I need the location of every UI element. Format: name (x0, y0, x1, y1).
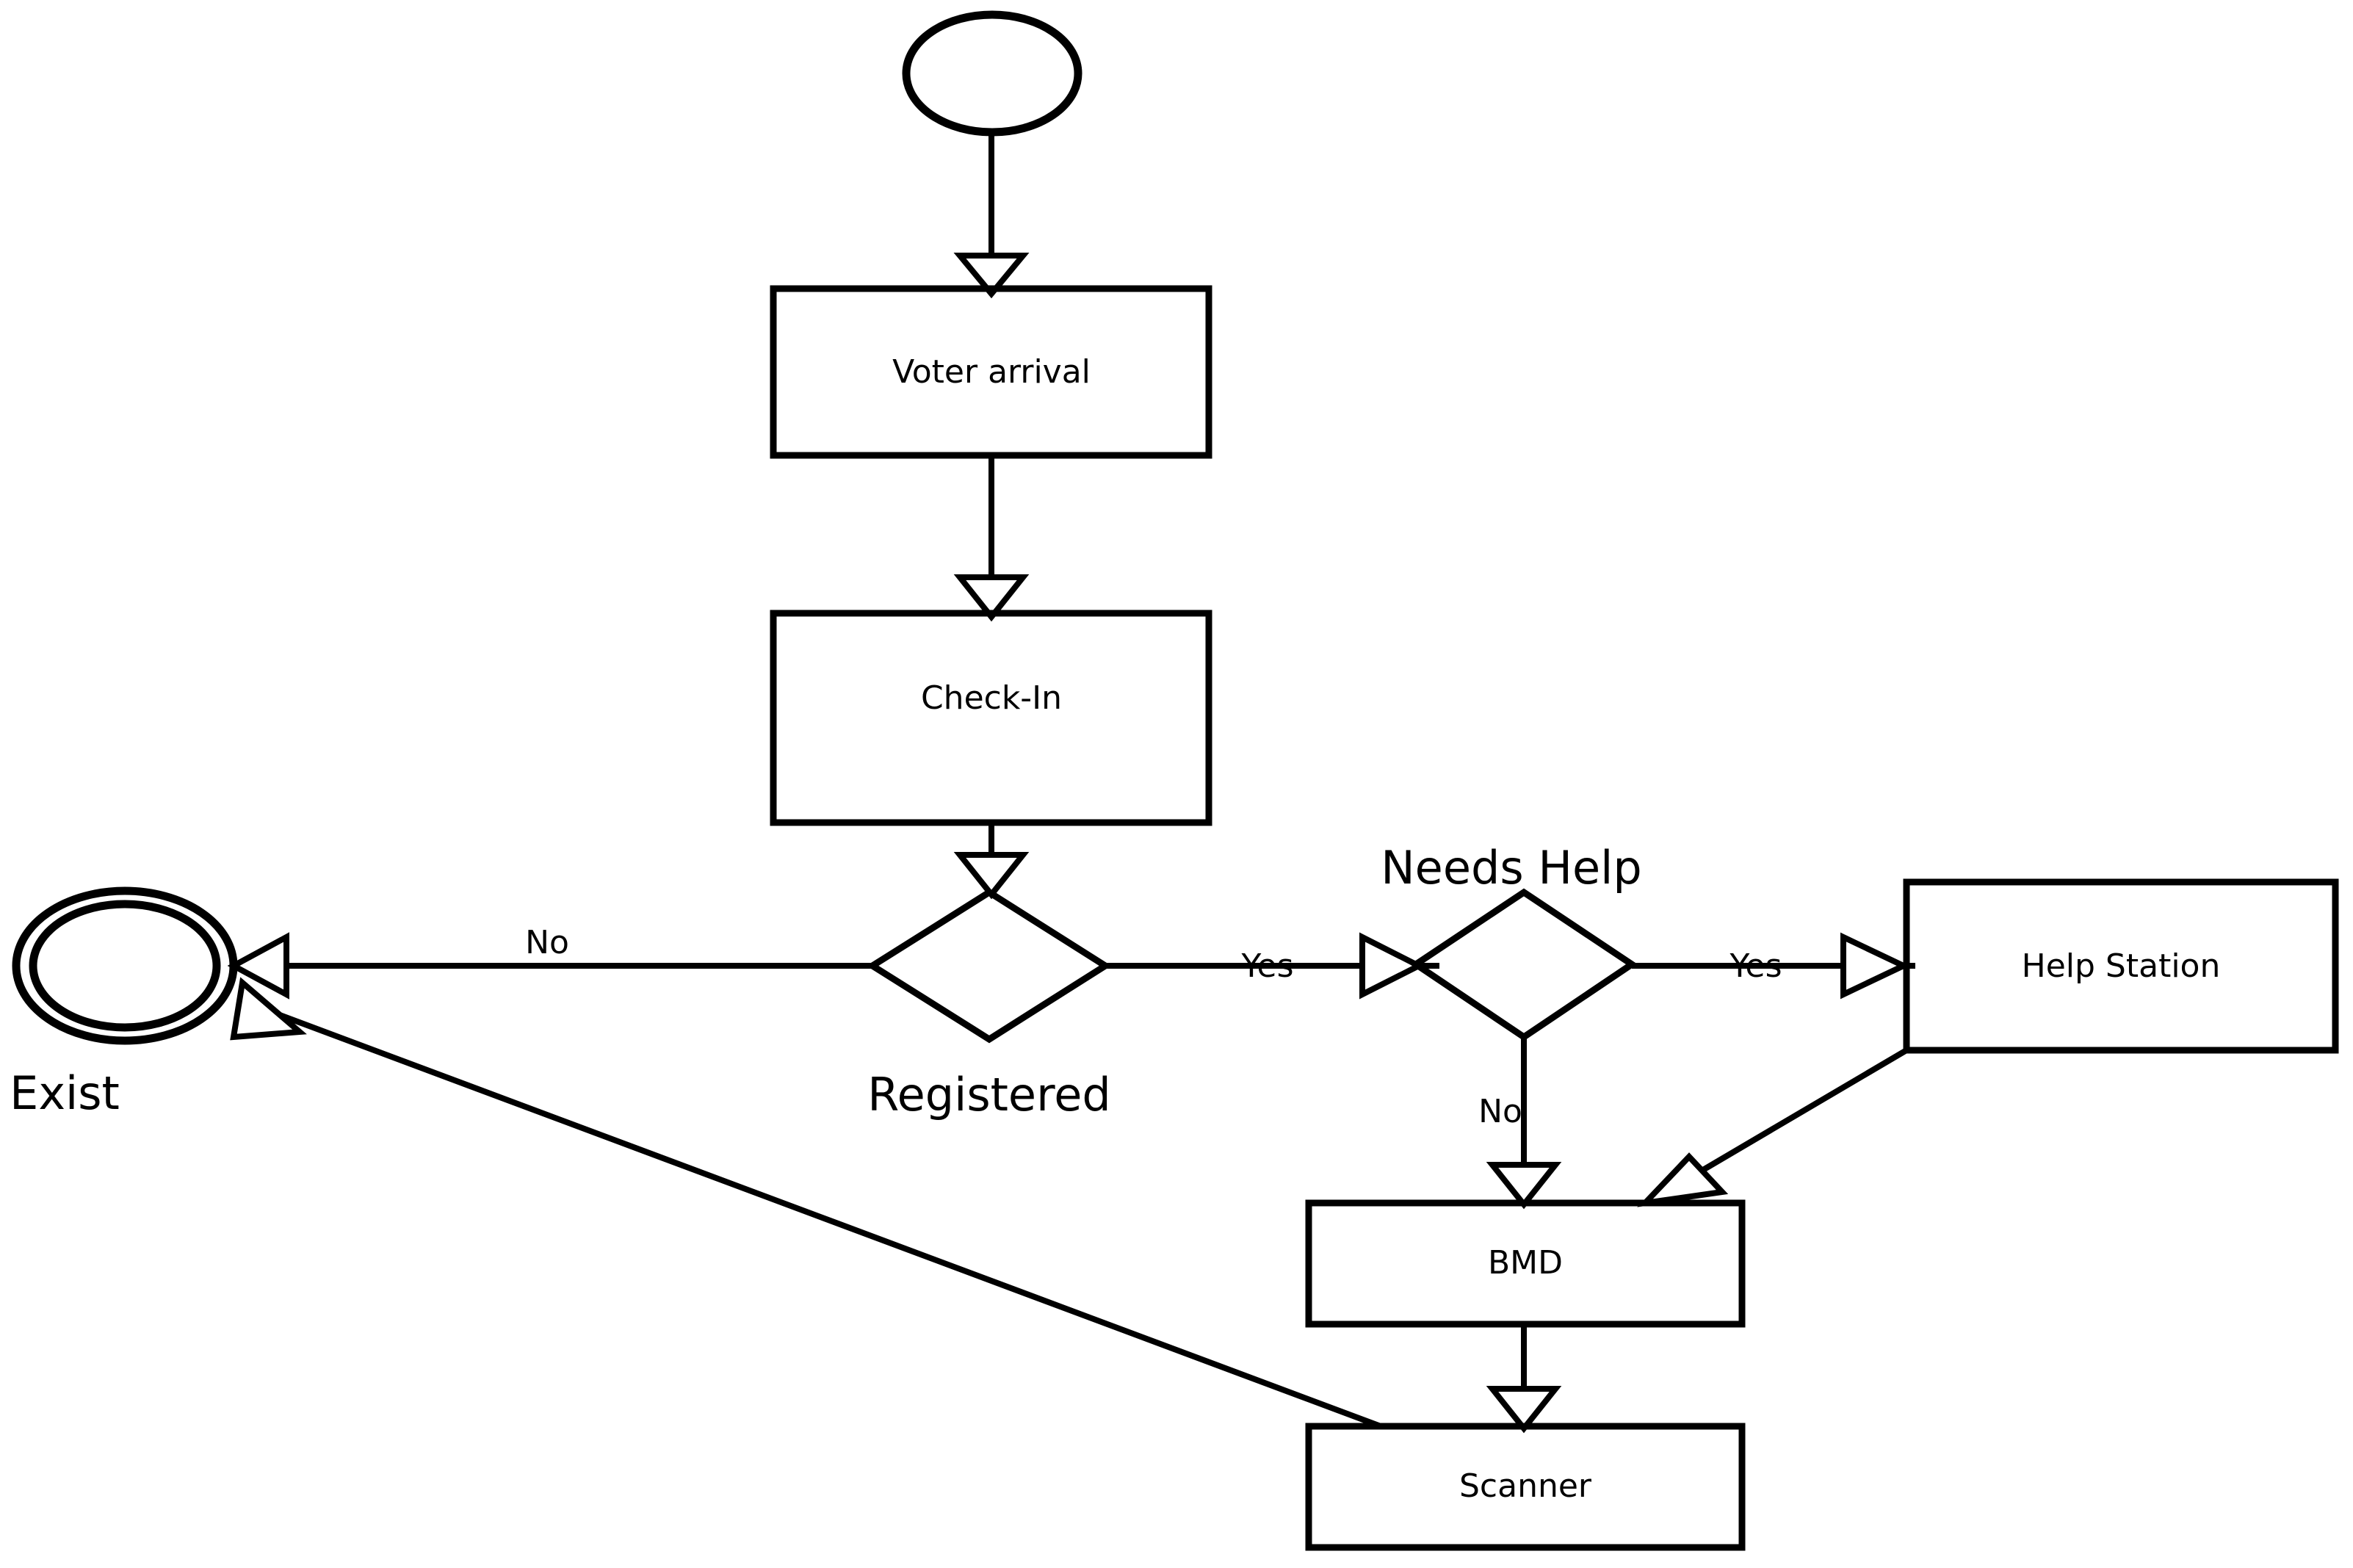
node-check-in[interactable]: Check-In (770, 610, 1212, 826)
edge-bmd-to-scanner (1486, 1324, 1562, 1434)
node-bmd[interactable]: BMD (1305, 1199, 1746, 1328)
node-needs-help[interactable]: Needs Help (1381, 841, 1642, 1041)
edge-registered-to-exist-no: No (227, 924, 872, 1000)
edge-label-needs-help-yes: Yes (1729, 947, 1782, 985)
edge-start-to-voter-arrival (953, 132, 1030, 299)
node-label-needs-help: Needs Help (1381, 841, 1641, 895)
edge-check-in-to-registered (953, 823, 1030, 900)
node-label-check-in: Check-In (921, 679, 1062, 717)
node-label-bmd: BMD (1488, 1244, 1563, 1282)
node-label-exist: Exist (10, 1066, 120, 1120)
edge-label-needs-help-no: No (1478, 1093, 1522, 1130)
edge-needs-help-to-help-station-yes: Yes (1632, 932, 1915, 1000)
node-label-help-station: Help Station (2022, 947, 2221, 985)
edge-help-station-to-bmd (1637, 1047, 1909, 1207)
edge-label-registered-no: No (525, 924, 569, 961)
node-label-registered: Registered (867, 1068, 1110, 1121)
node-registered[interactable]: Registered (866, 888, 1112, 1121)
node-voter-arrival[interactable]: Voter arrival (770, 285, 1212, 459)
node-exist[interactable]: Exist (10, 886, 238, 1120)
edge-voter-arrival-to-check-in (953, 455, 1030, 622)
edge-label-registered-yes: Yes (1240, 947, 1293, 985)
edge-scanner-to-exist (230, 977, 1382, 1429)
node-label-scanner: Scanner (1459, 1467, 1592, 1505)
start-node[interactable] (902, 10, 1082, 137)
node-label-voter-arrival: Voter arrival (892, 353, 1091, 391)
edge-needs-help-to-bmd-no: No (1478, 1037, 1562, 1210)
node-help-station[interactable]: Help Station (1903, 878, 2339, 1054)
node-scanner[interactable]: Scanner (1305, 1423, 1746, 1551)
edge-registered-to-needs-help-yes: Yes (1105, 932, 1439, 1000)
